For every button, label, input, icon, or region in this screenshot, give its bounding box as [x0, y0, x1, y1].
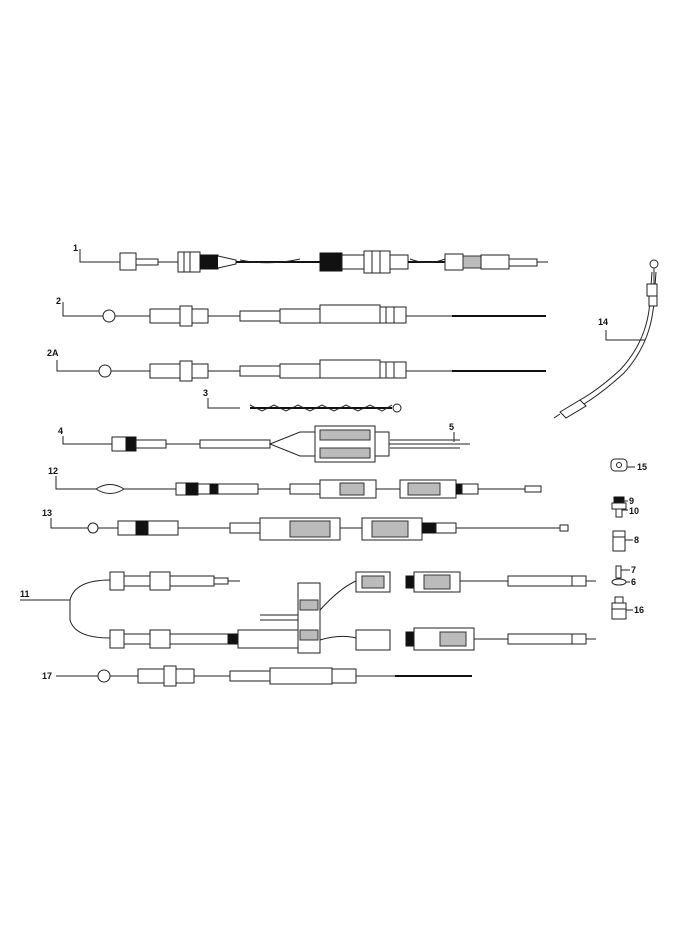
leader-line-3 — [207, 398, 240, 409]
part-8[interactable]: 8 — [612, 530, 639, 552]
callout-label-14: 14 — [598, 317, 608, 327]
callout-label-10: 10 — [629, 506, 639, 516]
leader-line-4 — [62, 436, 102, 445]
cable-11[interactable]: 11 — [20, 571, 596, 654]
callout-label-6: 6 — [631, 577, 636, 587]
callout-label-5: 5 — [449, 422, 454, 432]
cable-12[interactable]: 12 — [48, 466, 542, 499]
leader-line-2 — [62, 302, 103, 317]
callout-label-12: 12 — [48, 466, 58, 476]
callout-label-3: 3 — [203, 388, 208, 398]
part-16[interactable]: 16 — [611, 596, 644, 620]
leader-line-12 — [55, 476, 96, 490]
leader-line-13 — [50, 518, 88, 529]
callout-label-4: 4 — [58, 426, 63, 436]
cable-4[interactable]: 4 — [58, 425, 470, 463]
part-7[interactable]: 7 — [615, 565, 636, 579]
part-6[interactable]: 6 — [611, 577, 636, 587]
part-15[interactable]: 15 — [610, 458, 647, 472]
callout-label-16: 16 — [634, 605, 644, 615]
callout-label-11: 11 — [20, 589, 30, 599]
cable-2[interactable]: 2 — [56, 296, 546, 327]
callout-label-1: 1 — [73, 243, 78, 253]
callout-5: 5 — [449, 422, 455, 442]
callout-label-13: 13 — [42, 508, 52, 518]
leader-line-2a — [56, 360, 99, 372]
callout-label-2: 2 — [56, 296, 61, 306]
callout-label-2a: 2A — [47, 348, 59, 358]
callout-label-9: 9 — [629, 496, 634, 506]
callout-label-7: 7 — [631, 565, 636, 575]
part-9-10[interactable]: 9 10 — [611, 496, 639, 518]
inner-wire-3[interactable]: 3 — [203, 388, 402, 413]
cable-2a[interactable]: 2A — [47, 348, 546, 382]
cable-13[interactable]: 13 — [42, 508, 569, 541]
leader-line-14 — [605, 330, 645, 341]
cable-14[interactable]: 14 — [553, 259, 659, 419]
callout-label-15: 15 — [637, 462, 647, 472]
callout-label-8: 8 — [634, 535, 639, 545]
cable-1[interactable]: 1 — [73, 243, 548, 274]
callout-label-17: 17 — [42, 671, 52, 681]
leader-line-1 — [79, 249, 120, 263]
cable-17[interactable]: 17 — [42, 665, 472, 687]
